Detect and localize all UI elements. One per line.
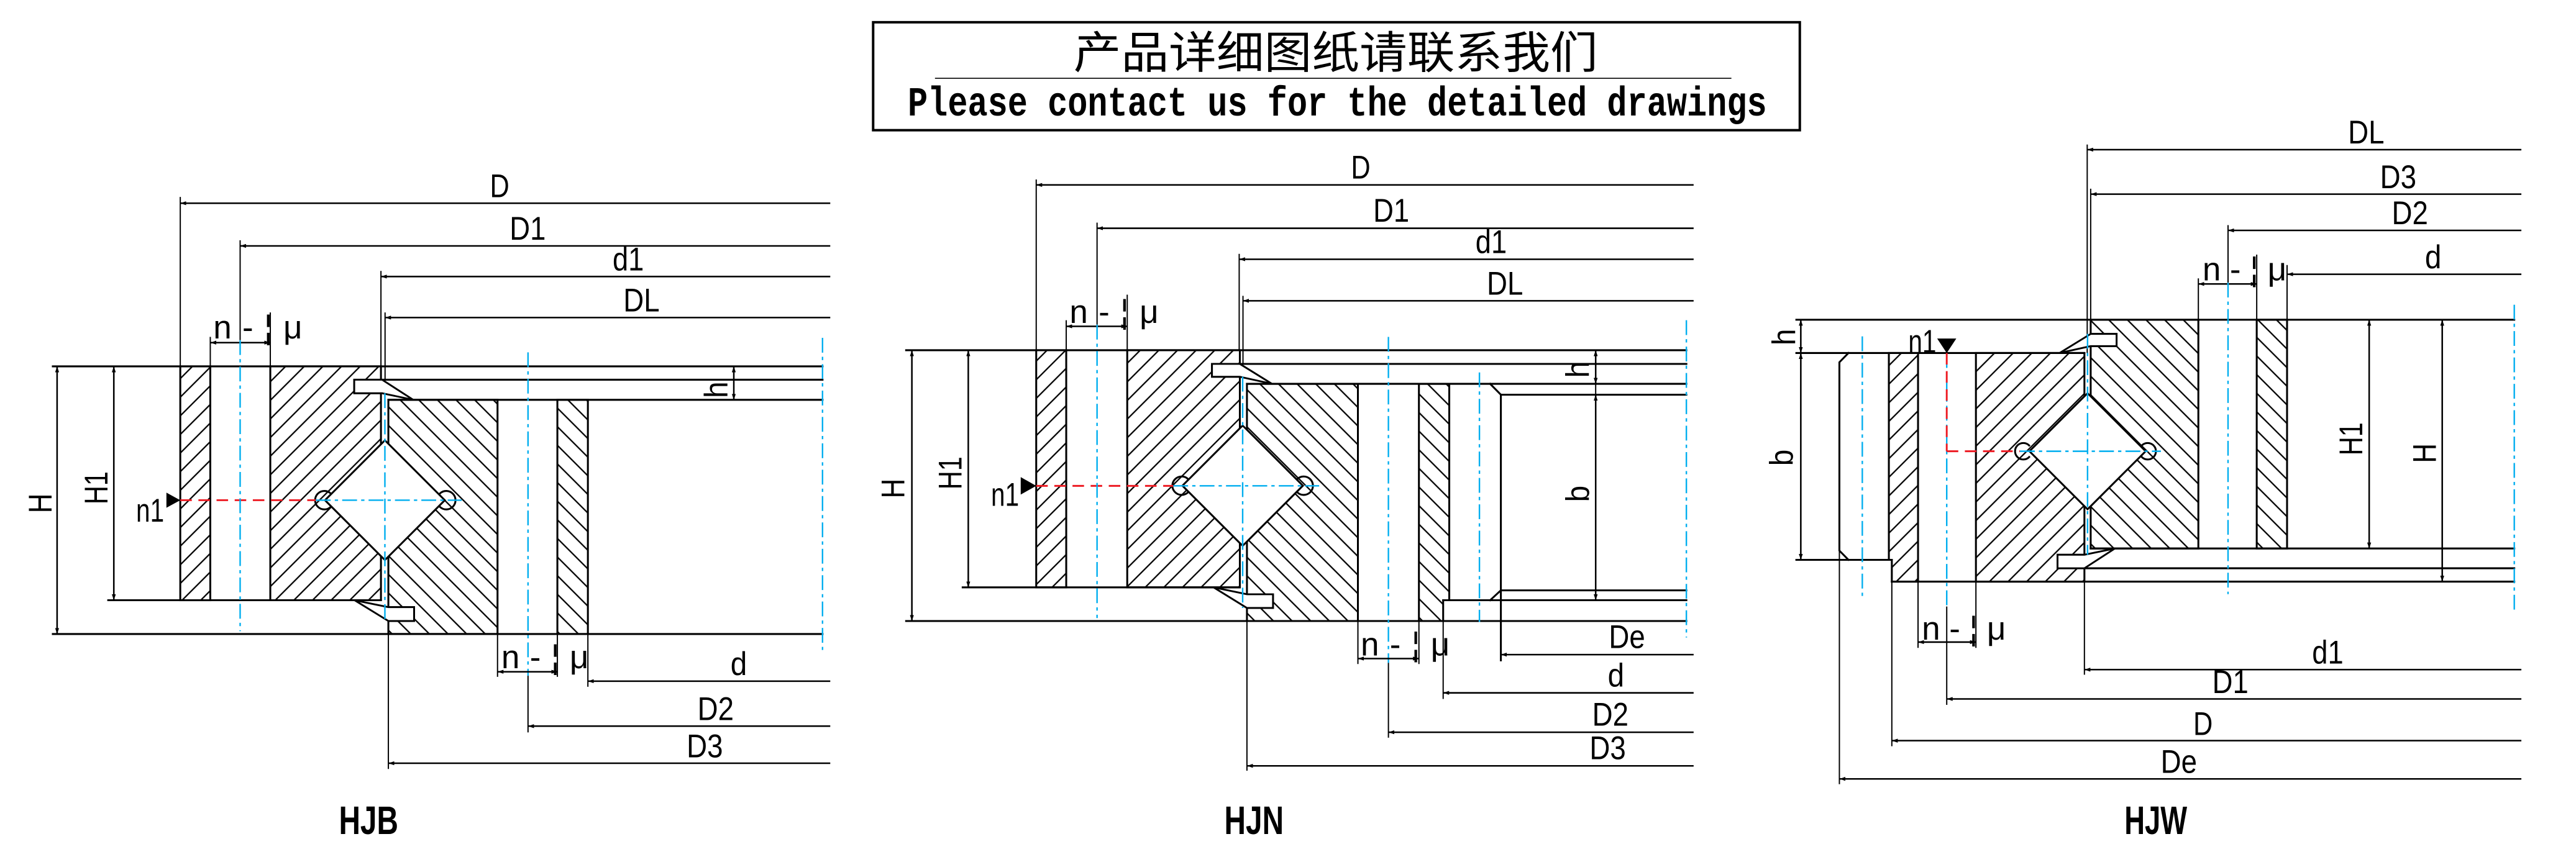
dim-label-H1: H1 <box>2333 422 2370 455</box>
notice-box: 产品详细图纸请联系我们 Please contact us for the de… <box>872 20 1801 132</box>
dim-label-D2: D2 <box>698 691 734 728</box>
dim-label-b: b <box>1560 486 1596 502</box>
dim-label-DL: DL <box>623 283 659 319</box>
inner-ring-section-strip <box>556 399 589 635</box>
dim-label-d1: d1 <box>613 241 644 278</box>
dim-label-D: D <box>2193 705 2213 742</box>
dim-label-d: d <box>731 646 747 682</box>
dim-label-h: h <box>698 381 735 398</box>
dim-label-D: D <box>490 168 509 204</box>
dim-label-b: b <box>1763 450 1800 466</box>
top-dimensions: D D1 d1 DL n-¦μ <box>180 168 831 380</box>
inner-ring-section-strip <box>2255 319 2288 550</box>
dim-label-d: d <box>1608 657 1625 694</box>
bottom-dimensions: n-¦μ d1 D1 D De <box>1839 581 2522 781</box>
triangle-marker-icon <box>166 492 181 508</box>
dim-label-H1: H1 <box>933 456 969 489</box>
dim-label-h: h <box>1766 329 1803 345</box>
dim-label-D3: D3 <box>2380 159 2416 196</box>
seal-bottom <box>2057 547 2116 569</box>
dim-label-D3: D3 <box>687 728 723 764</box>
dim-label-D2: D2 <box>2391 195 2428 232</box>
notice-english-text: Please contact us for the detailed drawi… <box>908 81 1767 128</box>
dim-label-d1: d1 <box>1476 224 1507 261</box>
seal-top <box>1211 363 1273 385</box>
dim-label-h: h <box>1560 361 1596 378</box>
hole-label: n-¦μ <box>1361 627 1450 663</box>
dim-label-H: H <box>2406 443 2443 463</box>
dim-label-d1: d1 <box>2312 634 2343 671</box>
hole-label: n-¦μ <box>501 639 589 676</box>
dim-label-D1: D1 <box>509 211 546 247</box>
drawing-hjw: DL D3 D2 d n-¦μ <box>1763 114 2522 843</box>
dim-label-DL: DL <box>2348 114 2384 151</box>
outer-ring-section-strip <box>179 365 211 602</box>
dim-label-De: De <box>2161 744 2197 781</box>
drawing-title-hjb: HJB <box>339 799 398 843</box>
dim-label-d: d <box>2425 239 2442 276</box>
notice-frame <box>872 20 1801 132</box>
dim-label-De: De <box>1609 619 1645 656</box>
dim-label-D3: D3 <box>1589 730 1625 766</box>
inner-ring-section-strip <box>1418 383 1451 622</box>
drawing-title-hjn: HJN <box>1225 799 1284 843</box>
dim-label-D2: D2 <box>1592 696 1628 733</box>
dim-label-H1: H1 <box>78 471 115 504</box>
top-dimensions: DL D3 D2 d n-¦μ <box>2086 114 2522 353</box>
outer-ring-section <box>1126 349 1241 589</box>
drawing-hjn: D D1 d1 DL n-¦μ <box>875 149 1694 843</box>
marker-label-n1: n1 <box>1908 324 1936 360</box>
dim-label-D1: D1 <box>2213 664 2249 701</box>
outer-ring-section-strip <box>1035 349 1067 589</box>
outer-ring-section-strip <box>1888 351 1919 583</box>
dim-label-D: D <box>1351 149 1370 186</box>
hole-label: n-¦μ <box>213 309 302 346</box>
gear-profile <box>1838 351 1850 561</box>
hole-label: n-¦μ <box>2203 252 2286 288</box>
dim-label-D1: D1 <box>1373 193 1409 229</box>
drawing-hjb: D D1 d1 DL n-¦μ <box>22 168 831 843</box>
raceway-relief-left <box>2014 442 2031 461</box>
triangle-marker-icon <box>1937 338 1957 353</box>
drawing-title-hjw: HJW <box>2124 799 2187 843</box>
hole-label: n-¦μ <box>1069 294 1158 330</box>
bottom-dimensions: n-¦μ d D2 D3 <box>388 633 831 769</box>
triangle-marker-icon <box>1020 477 1036 495</box>
gear-bottom-chamfer <box>1489 589 1502 602</box>
bottom-dimensions: n-¦μ De d D2 D3 <box>1246 619 1694 771</box>
gear-top-chamfer <box>1489 382 1502 396</box>
dim-label-H: H <box>22 494 59 514</box>
seal-top <box>353 378 414 401</box>
dim-label-DL: DL <box>1487 266 1523 302</box>
top-dimensions: D D1 d1 DL n-¦μ <box>1035 149 1694 364</box>
dim-label-H: H <box>875 479 912 499</box>
outer-ring-section <box>269 365 382 602</box>
notice-chinese-text: 产品详细图纸请联系我们 <box>1074 27 1598 79</box>
marker-label-n1: n1 <box>991 477 1019 514</box>
marker-label-n1: n1 <box>136 492 164 529</box>
